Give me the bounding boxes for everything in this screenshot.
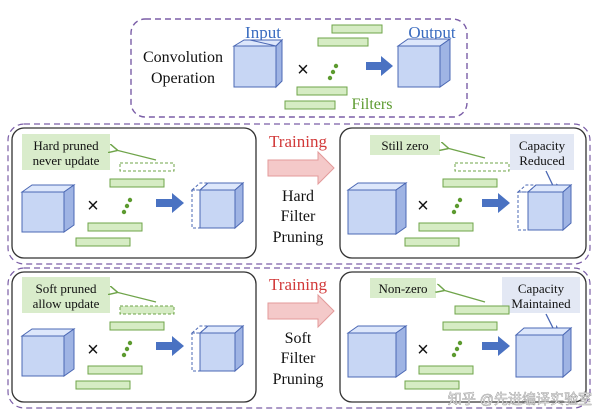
soft-right-input-cube: [346, 325, 408, 378]
hard-right-arrow: [482, 193, 510, 213]
hard-training-label: Training: [269, 132, 327, 151]
input-label: Input: [245, 23, 281, 42]
filter-stack: [284, 24, 383, 110]
hard-right-note-bg: [370, 135, 440, 155]
hard-capacity-line2: Reduced: [519, 153, 565, 168]
hard-right-output-cube: [516, 183, 573, 232]
soft-right-times-symbol: ×: [417, 339, 429, 361]
filters-label: Filters: [352, 96, 393, 113]
soft-left-note-line1: Soft pruned: [35, 281, 97, 296]
soft-filter-stack: [75, 305, 175, 390]
hard-left-output-cube: [190, 181, 245, 230]
soft-left-output-cube: [190, 324, 245, 373]
soft-training-arrow: [267, 293, 335, 329]
hard-left-note-line2: never update: [33, 153, 100, 168]
outer-frame: [7, 123, 591, 265]
soft-capacity-line2: Maintained: [511, 296, 571, 311]
soft-right-output-cube: [514, 326, 573, 379]
input-cube: [232, 38, 284, 89]
soft-right-filter-stack: [404, 305, 510, 390]
soft-left-note-line2: allow update: [33, 296, 100, 311]
panel-frame: [130, 18, 468, 118]
soft-capacity-line1: Capacity: [518, 281, 565, 296]
convolution-operation-panel: Convolution Operation Input Output Filte…: [130, 18, 468, 118]
hard-left-note-bg: [22, 134, 110, 170]
hard-right-note: Still zero: [381, 138, 428, 153]
outer-frame-soft: [7, 267, 591, 409]
hard-left-note-line1: Hard pruned: [33, 138, 99, 153]
soft-method-line3: Pruning: [273, 371, 324, 388]
soft-times-symbol: ×: [87, 339, 99, 361]
operation-label-line1: Convolution: [143, 49, 223, 66]
operation-label-line2: Operation: [151, 70, 215, 87]
hard-right-filter-stack: [404, 162, 510, 247]
hard-method-line3: Pruning: [273, 229, 324, 246]
times-symbol: ×: [297, 59, 309, 81]
soft-method-line1: Soft: [285, 330, 312, 347]
soft-right-note-bg: [370, 278, 436, 298]
hard-right-times-symbol: ×: [417, 195, 429, 217]
hard-method-line2: Filter: [281, 208, 316, 225]
hard-filter-stack: [75, 162, 175, 247]
soft-capacity-bg: [502, 277, 580, 313]
hard-left-arrow: [156, 193, 184, 213]
soft-training-label: Training: [269, 275, 327, 294]
watermark: 知乎 @先进编译实验室: [448, 391, 592, 407]
hard-capacity-bg: [510, 134, 574, 170]
soft-method-line2: Filter: [281, 350, 316, 367]
hard-pruning-row: Hard pruned never update × Training: [11, 127, 587, 259]
soft-left-arrow: [156, 336, 184, 356]
output-label: Output: [408, 23, 456, 42]
hard-method-line1: Hard: [282, 188, 314, 205]
soft-right-arrow: [482, 336, 510, 356]
hard-input-cube: [20, 184, 76, 233]
hard-capacity-line1: Capacity: [519, 138, 566, 153]
soft-pruning-row: Soft pruned allow update × Training: [11, 271, 587, 403]
soft-right-note: Non-zero: [378, 281, 427, 296]
conv-arrow: [366, 56, 393, 76]
hard-training-arrow: [267, 150, 335, 186]
hard-times-symbol: ×: [87, 195, 99, 217]
output-cube: [396, 38, 452, 88]
hard-right-input-cube: [346, 182, 408, 235]
soft-left-note-bg: [22, 277, 110, 313]
soft-input-cube: [20, 328, 76, 377]
